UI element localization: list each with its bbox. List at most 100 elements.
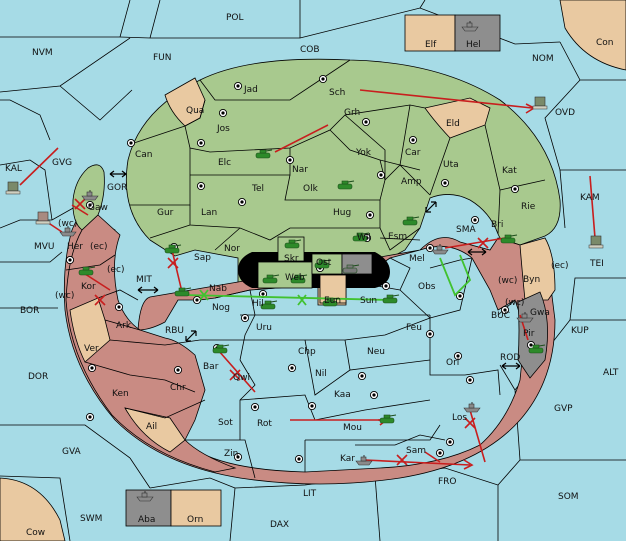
label-mit: MIT <box>136 275 152 285</box>
supply-center <box>365 210 375 220</box>
province-ver <box>69 297 111 363</box>
supply-depot-unit[interactable] <box>588 235 604 249</box>
label-swm: SWM <box>80 514 102 524</box>
label-ver: Ver <box>84 344 99 354</box>
army-unit[interactable] <box>174 287 192 297</box>
label-ail: Ail <box>146 422 157 432</box>
army-unit[interactable] <box>352 232 370 242</box>
army-unit[interactable] <box>212 344 230 354</box>
order-arrows <box>19 89 596 470</box>
supply-center <box>85 200 95 210</box>
province-byn <box>519 237 556 301</box>
label-dor: DOR <box>28 372 48 382</box>
supply-center <box>425 329 435 339</box>
supply-center <box>196 181 206 191</box>
label-nil: Nil <box>315 369 327 379</box>
label-uru: Uru <box>256 323 272 333</box>
label-gvp: GVP <box>554 404 573 414</box>
label-sma: SMA <box>456 225 476 235</box>
army-unit[interactable] <box>402 216 420 226</box>
fleet-unit[interactable] <box>516 312 534 323</box>
move-arrow-los <box>469 409 486 463</box>
army-unit[interactable] <box>255 149 273 159</box>
army-unit[interactable] <box>262 274 280 284</box>
label-kat: Kat <box>502 166 517 176</box>
move-arrow-qwi-bar <box>217 349 256 393</box>
label-zin: Zin <box>224 449 238 459</box>
army-unit[interactable] <box>322 297 340 307</box>
fleet-unit[interactable] <box>463 402 481 413</box>
move-arrow-kam-tei <box>589 175 596 239</box>
support-line <box>439 254 472 297</box>
supply-center <box>381 281 391 291</box>
army-unit[interactable] <box>164 244 182 254</box>
support-line <box>184 294 391 301</box>
move-arrow-sam <box>424 451 441 463</box>
label-tel: Tel <box>251 184 264 194</box>
province-eld <box>424 97 491 139</box>
coast-tag: (wc) <box>505 298 524 308</box>
move-arrow-sch-ovd <box>359 89 533 109</box>
supply-center <box>440 178 450 188</box>
label-pir: Pir <box>523 329 535 339</box>
army-unit[interactable] <box>379 414 397 424</box>
army-unit[interactable] <box>78 266 96 276</box>
coast-tag: (ec) <box>551 261 569 271</box>
label-rie: Rie <box>521 202 536 212</box>
supply-center <box>240 313 250 323</box>
fleet-unit[interactable] <box>81 190 99 201</box>
label-orl: Orl <box>446 358 459 368</box>
label-jad: Jad <box>243 85 258 95</box>
army-unit[interactable] <box>528 344 546 354</box>
supply-center <box>237 197 247 207</box>
label-cow: Cow <box>26 528 45 538</box>
province-orn <box>170 489 222 527</box>
army-unit[interactable] <box>500 234 518 244</box>
supply-center <box>196 138 206 148</box>
fail-x <box>477 237 489 249</box>
supply-center <box>126 138 136 148</box>
label-grh: Grh <box>344 108 360 118</box>
fleet-unit[interactable] <box>355 455 373 466</box>
supply-depot-unit[interactable] <box>35 211 51 225</box>
army-unit[interactable] <box>337 180 355 190</box>
fleet-unit[interactable] <box>461 21 479 32</box>
label-sam: Sam <box>406 446 426 456</box>
supply-center <box>318 74 328 84</box>
label-elc: Elc <box>218 158 231 168</box>
label-gvg: GVG <box>52 158 72 168</box>
move-arrow-gaw <box>71 204 89 216</box>
army-unit[interactable] <box>284 239 302 249</box>
fleet-unit[interactable] <box>431 244 449 255</box>
army-unit[interactable] <box>290 274 308 284</box>
supply-center <box>285 155 295 165</box>
connector-mel <box>467 248 487 256</box>
connector-gor <box>109 170 127 178</box>
coast-tag: (ec) <box>107 265 125 275</box>
label-los: Los <box>452 413 467 423</box>
label-jos: Jos <box>216 124 230 134</box>
army-unit[interactable] <box>314 259 332 269</box>
label-rbu: RBU <box>165 326 184 336</box>
supply-depot-unit[interactable] <box>532 96 548 110</box>
fail-x <box>94 294 106 306</box>
army-unit[interactable] <box>342 264 360 274</box>
label-hil: Hil <box>252 299 264 309</box>
supply-depot-unit[interactable] <box>5 181 21 195</box>
supply-center <box>192 295 202 305</box>
army-unit[interactable] <box>382 294 400 304</box>
supply-center <box>65 255 75 265</box>
supply-center <box>510 184 520 194</box>
fleet-unit[interactable] <box>136 491 154 502</box>
label-web: Web <box>285 273 305 283</box>
label-orn: Orn <box>187 515 203 525</box>
label-cob: COB <box>300 45 320 55</box>
supply-center <box>258 289 268 299</box>
label-obs: Obs <box>418 282 436 292</box>
army-unit[interactable] <box>260 300 278 310</box>
supply-center <box>470 215 480 225</box>
label-olk: Olk <box>303 184 319 194</box>
label-nvm: NVM <box>32 48 53 58</box>
label-gor: GOR <box>107 183 127 193</box>
fleet-unit[interactable] <box>59 226 77 237</box>
